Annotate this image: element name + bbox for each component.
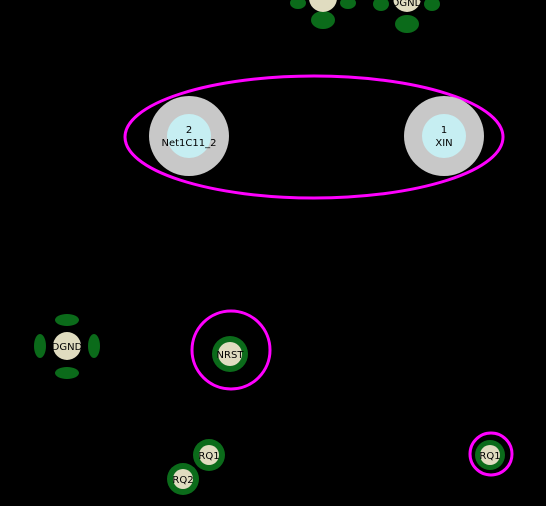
via-label: NRST xyxy=(217,350,245,361)
top-pad-right[interactable]: DGND xyxy=(373,0,440,33)
crystal-pad-2[interactable]: 2 Net1C11_2 xyxy=(149,96,229,176)
thermal-pad-dgnd[interactable]: DGND xyxy=(34,314,100,379)
pad-net-name: Net1C11_2 xyxy=(162,138,217,149)
via-label: RQ2 xyxy=(172,475,193,486)
via-rq1-right[interactable]: RQ1 xyxy=(475,440,505,470)
via-label: RQ1 xyxy=(198,451,219,462)
top-pad-right-label: DGND xyxy=(392,0,423,9)
pad-number: 2 xyxy=(186,125,192,136)
via-rq1-left[interactable]: RQ1 xyxy=(193,439,225,471)
crystal-pad-1[interactable]: 1 XIN xyxy=(404,96,484,176)
pad-number: 1 xyxy=(441,125,447,136)
via-label: RQ1 xyxy=(479,451,500,462)
selection-highlight-crystal xyxy=(123,74,505,200)
via-nrst[interactable]: NRST xyxy=(212,336,248,372)
selection-highlight-rq1 xyxy=(468,431,514,477)
via-rq2[interactable]: RQ2 xyxy=(167,463,199,495)
selection-highlight-nrst xyxy=(190,309,272,391)
top-pad-left[interactable] xyxy=(290,0,356,29)
thermal-pad-label: DGND xyxy=(52,342,83,353)
pad-net-name: XIN xyxy=(435,138,452,149)
